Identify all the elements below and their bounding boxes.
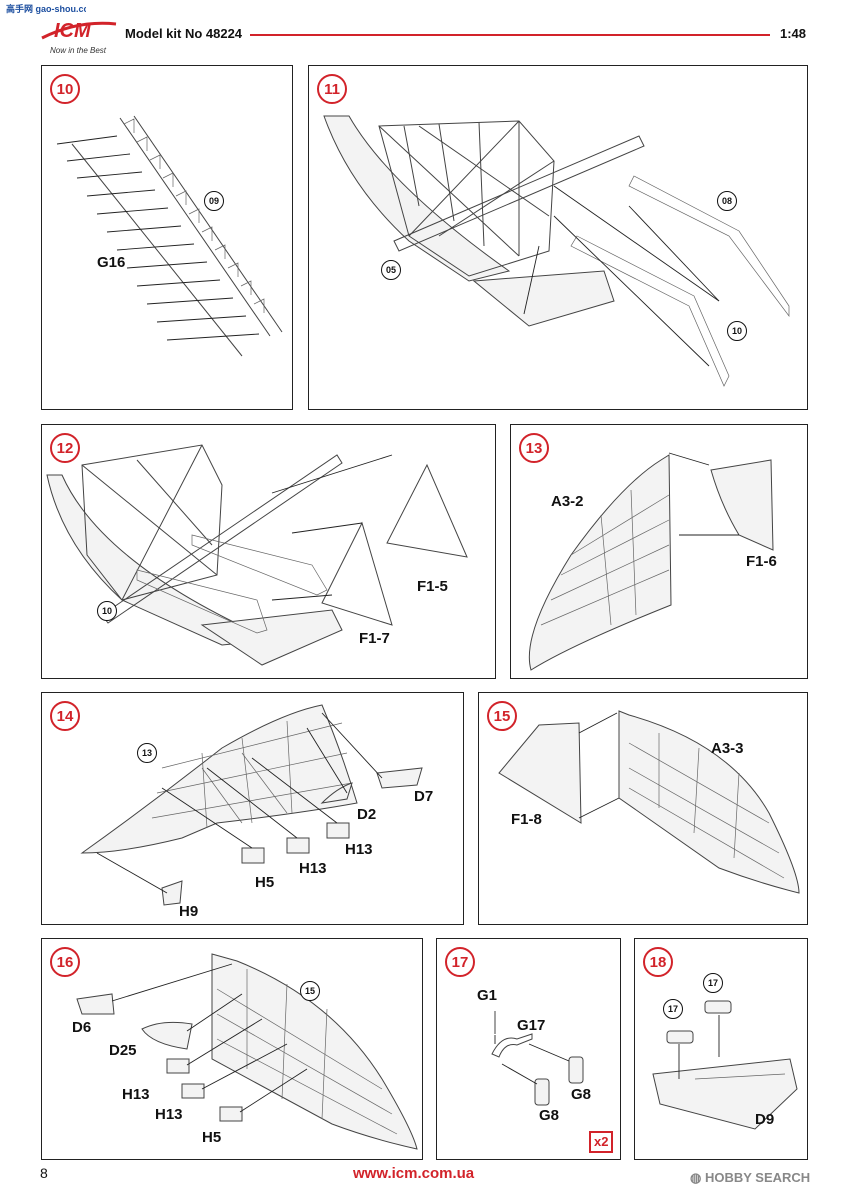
icm-logo: ICM [40,18,118,44]
ref-05: 05 [381,260,401,280]
step-17-drawing [491,1011,584,1106]
ref-17-a: 17 [663,999,683,1019]
logo-text: ICM [54,20,91,42]
logo-tagline: Now in the Best [50,46,107,55]
part-label-h13-b: H13 [155,1106,183,1123]
step-18-drawing [652,1000,798,1130]
part-label-g1: G1 [477,987,498,1004]
watermark-top: 高手网 gao-shou.com [6,4,86,14]
part-label-h13-b: H13 [299,860,327,877]
step-17-panel: 17 G1 G17 G8 G8 x2 [436,938,621,1160]
icm-logo-swoosh [41,21,117,40]
part-label-h13-a: H13 [122,1086,150,1103]
step-12-panel: 12 10 F1-5 F1-7 [41,424,496,679]
part-label-d9: D9 [755,1111,775,1128]
ref-15: 15 [300,981,320,1001]
step-number: 13 [519,433,549,463]
page-number: 8 [40,1165,48,1181]
model-kit-title: Model kit No 48224 [125,26,243,41]
part-label-g17: G17 [517,1017,546,1034]
part-label-h5: H5 [255,874,275,891]
ref-10: 10 [97,601,117,621]
step-11-panel: 11 05 08 10 [308,65,808,410]
part-label-a3-2: A3-2 [551,493,584,510]
step-number: 10 [50,74,80,104]
step-10-drawing [56,115,283,357]
step-12-drawing [46,444,468,666]
step-18-panel: 18 17 17 D9 [634,938,808,1160]
part-label-f1-6: F1-6 [746,553,777,570]
step-11-drawing [323,115,790,387]
ref-08: 08 [717,191,737,211]
part-label-h5: H5 [202,1129,222,1146]
step-number: 14 [50,701,80,731]
header: 高手网 gao-shou.com ICM Now in the Best Mod… [0,0,849,60]
ref-10: 10 [727,321,747,341]
part-label-g8-a: G8 [571,1086,592,1103]
part-label-g16: G16 [97,254,126,271]
step-number: 11 [317,74,347,104]
watermark-text: HOBBY SEARCH [704,1170,811,1185]
step-14-drawing [80,704,423,906]
hobbysearch-icon: ◍ [690,1170,705,1185]
step-number: 15 [487,701,517,731]
step-16-drawing [76,953,418,1150]
part-label-d25: D25 [109,1042,137,1059]
step-14-panel: 14 13 D2 D7 H13 H13 H5 H9 [41,692,464,925]
step-13-drawing [528,452,774,671]
hobbysearch-watermark: ◍ HOBBY SEARCH [690,1170,810,1186]
ref-13: 13 [137,743,157,763]
part-label-h9: H9 [179,903,199,920]
part-label-g8-b: G8 [539,1107,560,1124]
step-number: 17 [445,947,475,977]
scale-label: 1:48 [780,26,807,41]
step-13-panel: 13 A3-2 F1-6 [510,424,808,679]
part-label-a3-3: A3-3 [711,740,744,757]
part-label-f1-7: F1-7 [359,630,390,647]
part-label-d7: D7 [414,788,434,805]
step-16-panel: 16 15 D6 D25 H13 H13 H5 [41,938,423,1160]
step-number: 16 [50,947,80,977]
part-label-h13-a: H13 [345,841,373,858]
multiplier-badge: x2 [589,1131,614,1153]
step-15-drawing [498,710,800,894]
step-number: 18 [643,947,673,977]
header-rule [250,34,770,36]
website-link[interactable]: www.icm.com.ua [353,1165,475,1182]
step-15-panel: 15 A3-3 F1-8 [478,692,808,925]
part-label-f1-5: F1-5 [417,578,448,595]
part-label-f1-8: F1-8 [511,811,542,828]
step-number: 12 [50,433,80,463]
ref-09: 09 [204,191,224,211]
ref-17-b: 17 [703,973,723,993]
step-10-panel: 10 09 G16 [41,65,293,410]
part-label-d6: D6 [72,1019,92,1036]
part-label-d2: D2 [357,806,377,823]
